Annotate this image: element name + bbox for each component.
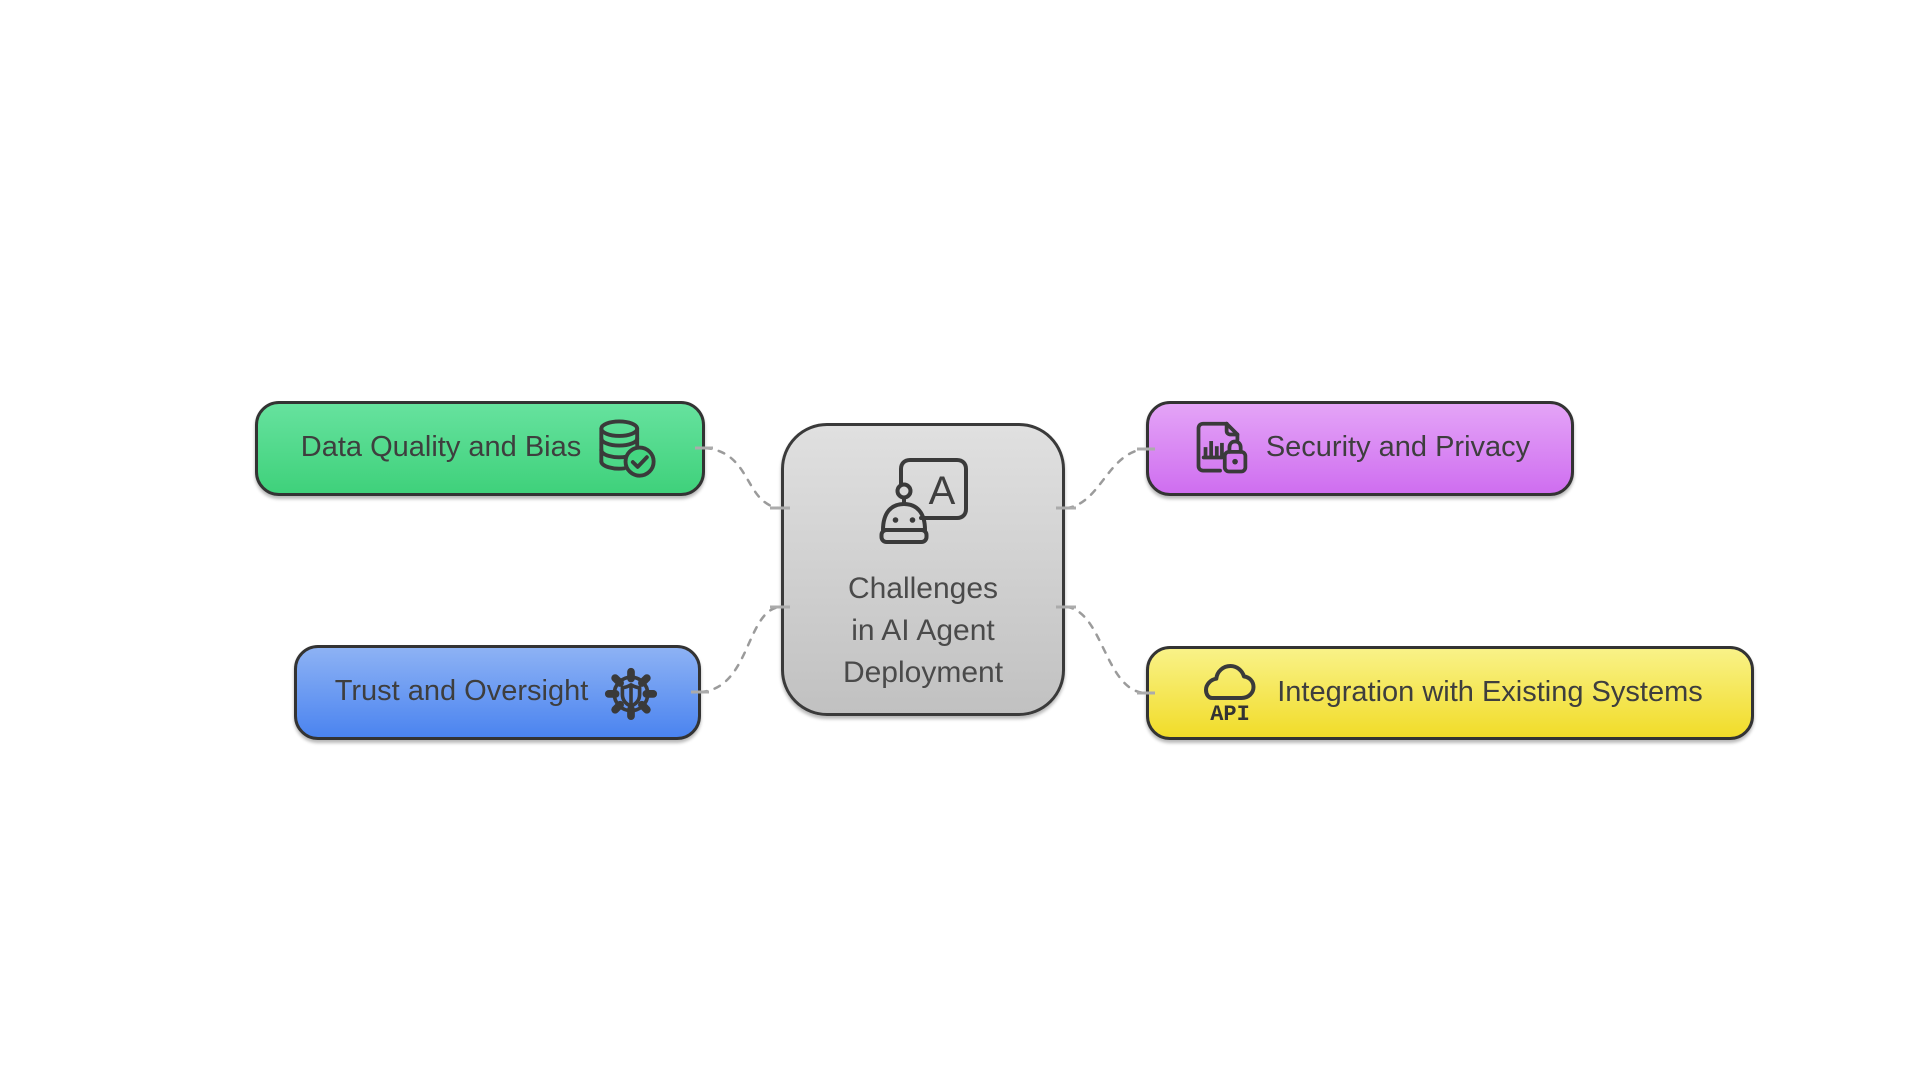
- cloud-api-icon: API: [1204, 664, 1256, 726]
- node-integration: API Integration with Existing Systems: [1146, 646, 1754, 740]
- center-title: Challenges in AI Agent Deployment: [843, 568, 1003, 694]
- center-node: A Challenges in AI Agent Deployment: [781, 423, 1065, 716]
- board-letter: A: [929, 469, 956, 513]
- connector-trust: [699, 605, 781, 694]
- center-title-line1: Challenges: [847, 572, 999, 605]
- connector-data-quality: [703, 446, 781, 510]
- database-check-icon: [599, 418, 656, 478]
- center-title-line3: Deployment: [842, 656, 1004, 689]
- connector-security: [1065, 447, 1146, 510]
- center-title-line2: in AI Agent: [851, 614, 995, 647]
- node-data-quality: Data Quality and Bias: [255, 401, 705, 496]
- node-security: Security and Privacy: [1146, 401, 1574, 496]
- node-security-label: Security and Privacy: [1265, 431, 1531, 463]
- node-data-quality-label: Data Quality and Bias: [300, 431, 582, 463]
- node-integration-label: Integration with Existing Systems: [1277, 675, 1703, 708]
- document-lock-icon: [1196, 421, 1248, 473]
- gear-shield-icon: [605, 667, 658, 720]
- cloud-api-text: API: [1210, 702, 1250, 726]
- node-trust: Trust and Oversight: [294, 645, 701, 740]
- node-trust-label: Trust and Oversight: [334, 675, 589, 707]
- robot-presenter-icon: A: [879, 458, 968, 544]
- connector-integration: [1065, 605, 1146, 695]
